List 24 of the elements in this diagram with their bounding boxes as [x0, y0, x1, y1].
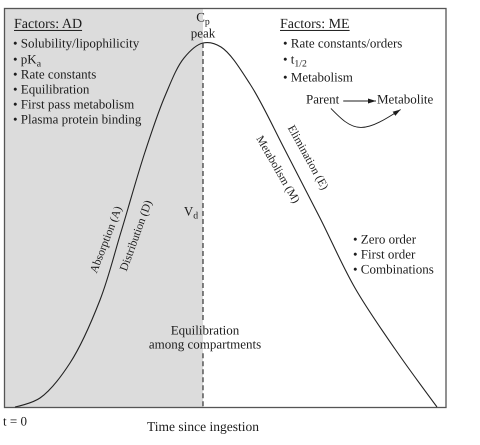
list-item: • Metabolism — [283, 70, 353, 86]
list-item: • Equilibration — [13, 82, 90, 98]
origin-label: t = 0 — [3, 414, 27, 430]
axis-label: Time since ingestion — [147, 419, 259, 435]
list-item: • pK$_{a}$ — [13, 52, 42, 68]
list-item: • Zero order — [353, 232, 416, 248]
list-item: • t$_{1/2}$ — [283, 52, 307, 68]
section-heading: Factors: AD — [14, 16, 82, 34]
list-item: • Combinations — [353, 262, 434, 278]
curved-arrow — [330, 108, 402, 128]
list-item: • Rate constants/orders — [283, 36, 402, 52]
list-item: • First order — [353, 248, 416, 262]
compound-label: Metabolite — [377, 92, 434, 108]
annotation: Equilibration among compartments — [148, 324, 262, 352]
peak-concentration-label: C$_{p}$ — [196, 10, 210, 26]
list-item: • Rate constants — [13, 68, 96, 82]
list-item: • Solubility/lipophilicity — [13, 36, 140, 52]
volume-label: V$_{d}$ — [184, 204, 198, 220]
compound-label: Parent — [306, 92, 340, 108]
list-item: • Plasma protein binding — [13, 112, 142, 128]
arrow — [342, 98, 376, 104]
peak-label: peak — [190, 26, 216, 42]
list-item: • First pass metabolism — [13, 98, 134, 112]
section-heading: Factors: ME — [280, 16, 350, 34]
